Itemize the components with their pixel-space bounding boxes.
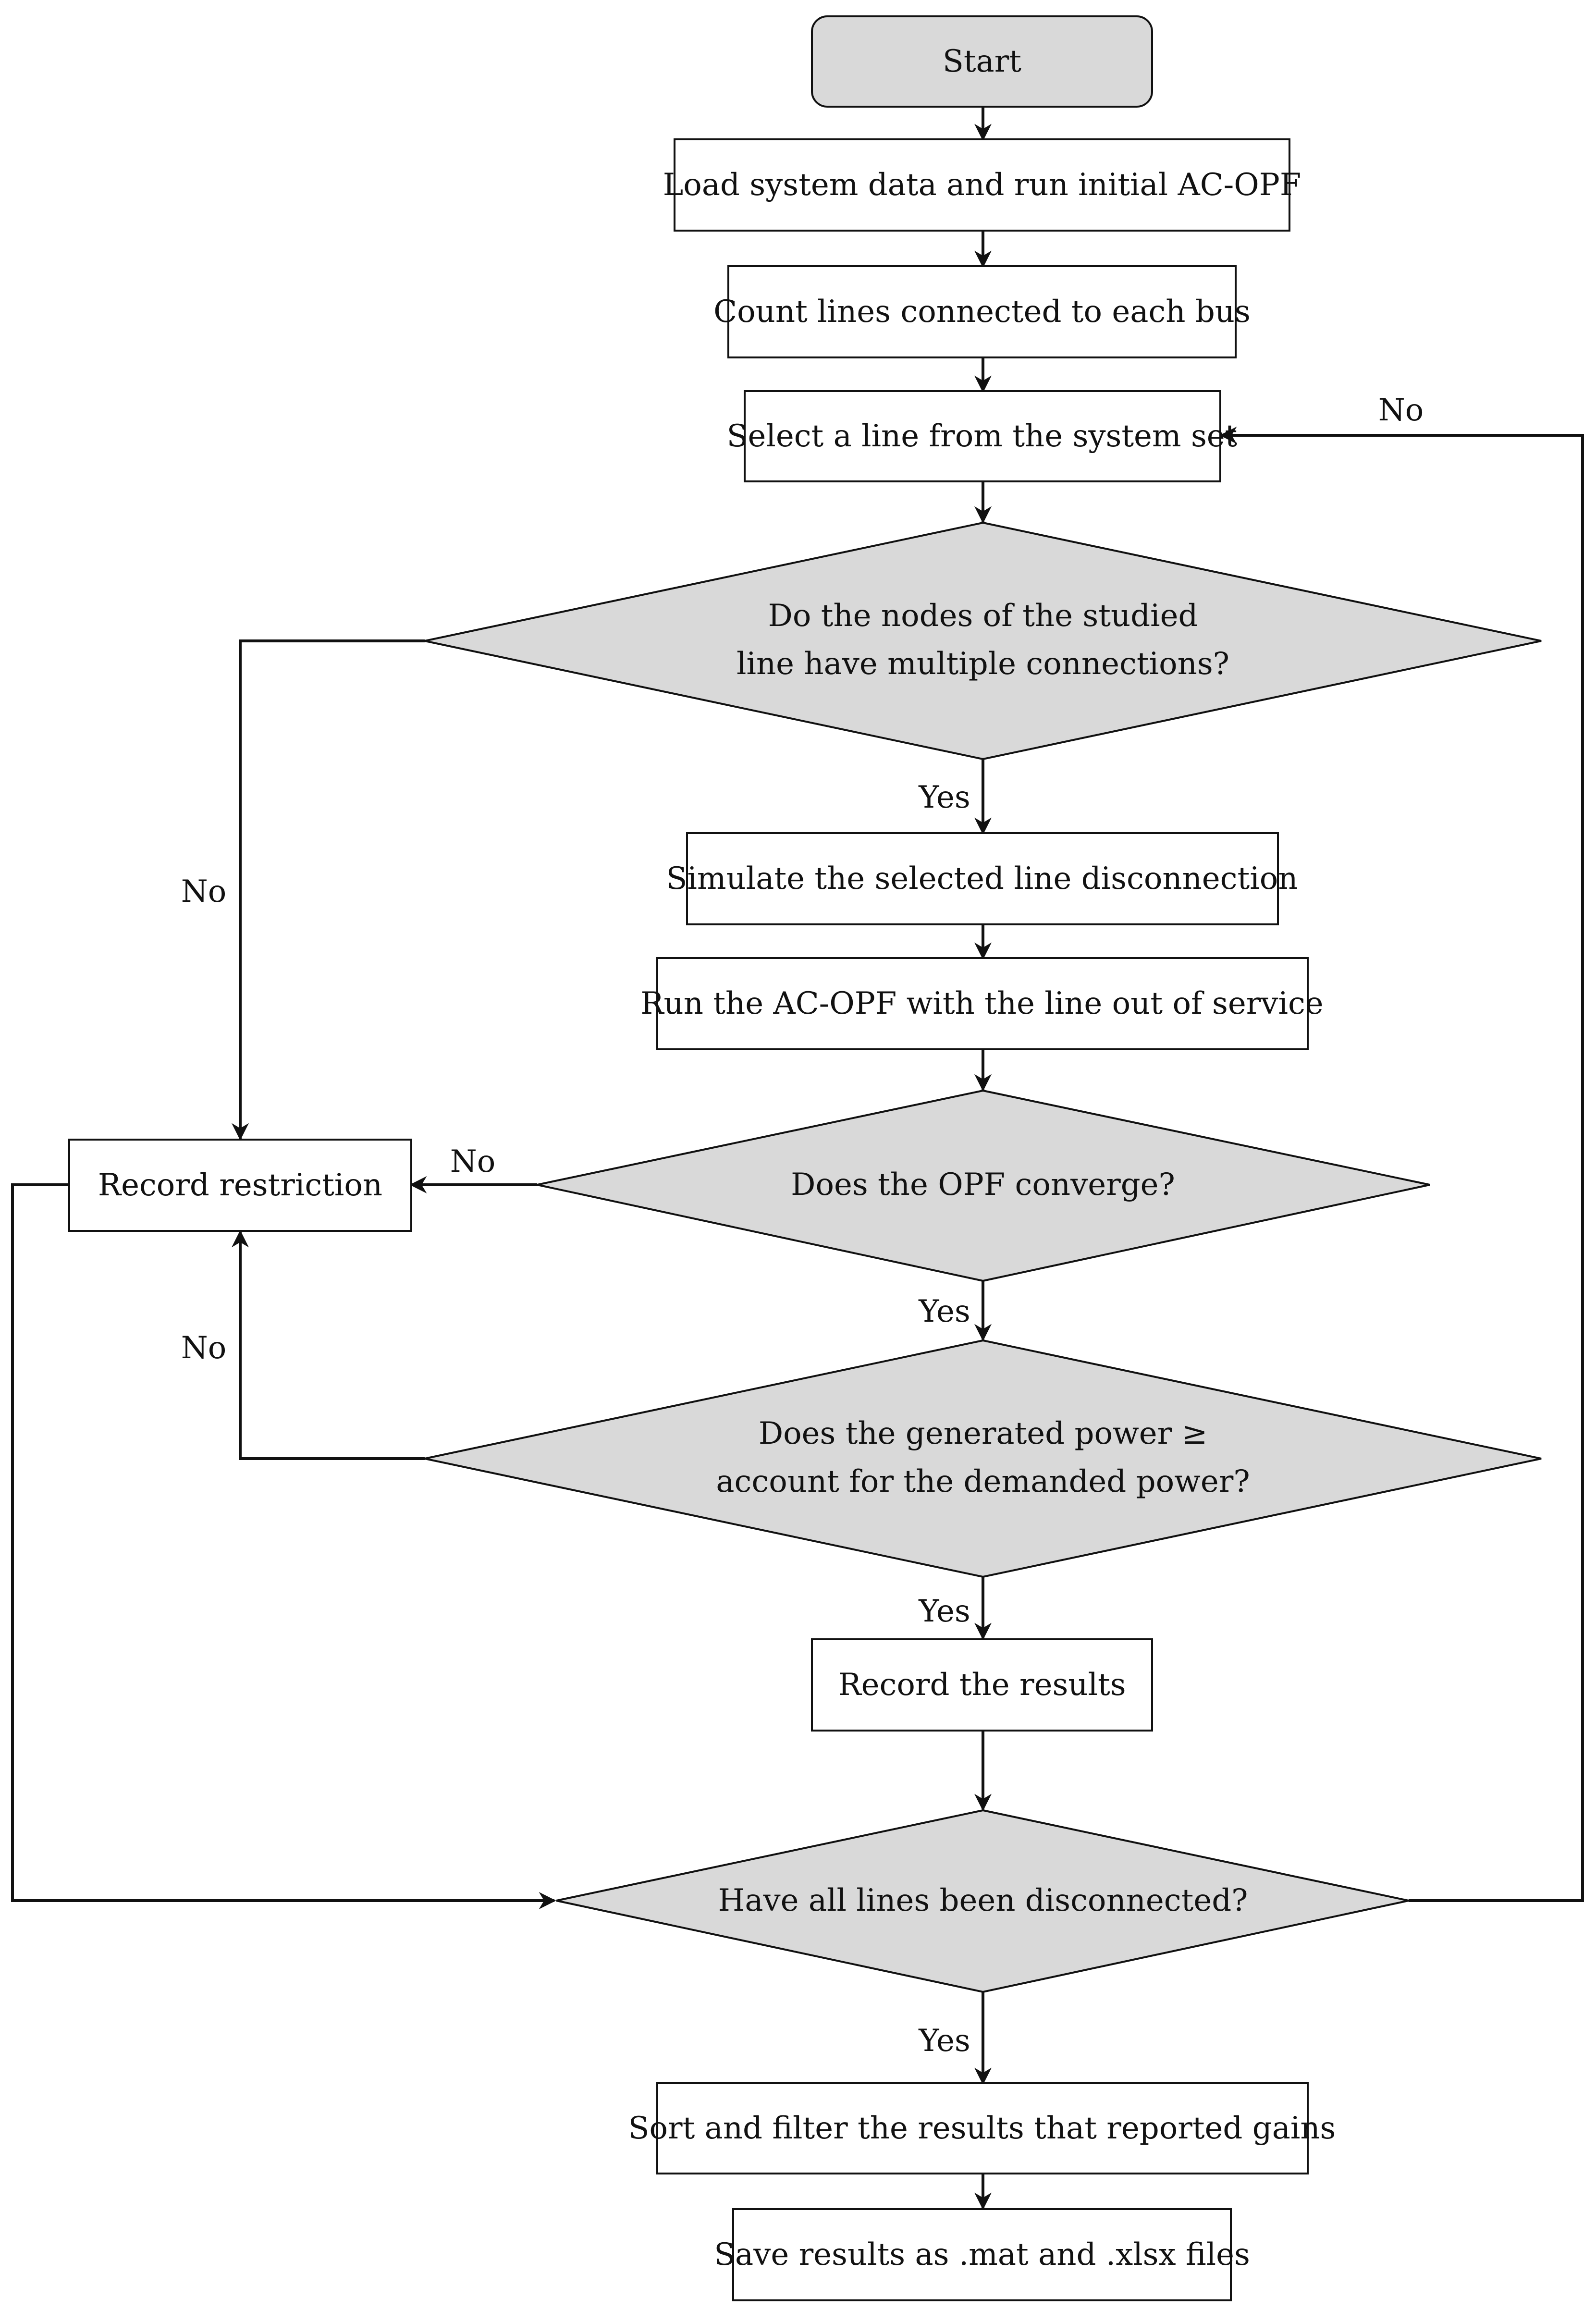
decision-generated-power-line1: Does the generated power ≥	[759, 1416, 1207, 1451]
count-lines-label: Count lines connected to each bus	[713, 294, 1251, 330]
decision-generated-power: Does the generated power ≥ account for t…	[424, 1339, 1542, 1578]
process-run-opf: Run the AC-OPF with the line out of serv…	[640, 957, 1324, 1050]
process-record-restriction: Record restriction	[68, 1139, 412, 1232]
save-results-label: Save results as .mat and .xlsx files	[714, 2237, 1250, 2272]
label-power-no: No	[181, 1330, 227, 1366]
select-line-label: Select a line from the system set	[727, 418, 1238, 454]
label-multi-no: No	[181, 874, 227, 909]
run-opf-label: Run the AC-OPF with the line out of serv…	[640, 986, 1323, 1021]
process-record-results: Record the results	[811, 1638, 1153, 1732]
label-all-yes: Yes	[918, 2023, 970, 2059]
decision-all-lines-label: Have all lines been disconnected?	[718, 1883, 1248, 1918]
label-converge-no: No	[450, 1144, 496, 1179]
edge-multi-no-restriction	[232, 639, 425, 1141]
terminal-start: Start	[811, 15, 1153, 108]
edge-restriction-all	[11, 1183, 556, 1909]
edge-all-no-select	[1219, 427, 1584, 1902]
decision-multiple-connections: Do the nodes of the studied line have mu…	[424, 521, 1542, 761]
simulate-disconnection-label: Simulate the selected line disconnection	[666, 861, 1298, 897]
edges	[11, 107, 1584, 2210]
decision-generated-power-line2: account for the demanded power?	[716, 1464, 1250, 1499]
edge-power-no-restriction	[232, 1230, 425, 1460]
decision-multiple-connections-line2: line have multiple connections?	[737, 646, 1229, 682]
decision-all-lines: Have all lines been disconnected?	[556, 1809, 1409, 1993]
decision-opf-converge: Does the OPF converge?	[537, 1089, 1430, 1282]
process-select-line: Select a line from the system set	[727, 390, 1238, 482]
process-simulate-disconnection: Simulate the selected line disconnection	[666, 832, 1298, 925]
decision-multiple-connections-line1: Do the nodes of the studied	[768, 598, 1198, 634]
label-power-yes: Yes	[918, 1594, 970, 1629]
decision-opf-converge-label: Does the OPF converge?	[791, 1167, 1175, 1203]
label-all-no: No	[1378, 393, 1424, 428]
label-converge-yes: Yes	[918, 1294, 970, 1329]
load-data-label: Load system data and run initial AC-OPF	[663, 167, 1301, 203]
start-label: Start	[943, 44, 1021, 79]
process-save-results: Save results as .mat and .xlsx files	[714, 2208, 1250, 2301]
process-count-lines: Count lines connected to each bus	[713, 265, 1251, 358]
record-results-label: Record the results	[838, 1667, 1126, 1703]
process-sort-filter: Sort and filter the results that reporte…	[628, 2082, 1336, 2174]
edge-labels: No No Yes No Yes No Yes Yes	[181, 393, 1424, 2059]
label-multi-yes: Yes	[918, 780, 970, 815]
sort-filter-label: Sort and filter the results that reporte…	[628, 2111, 1336, 2146]
process-load-data: Load system data and run initial AC-OPF	[663, 138, 1301, 232]
record-restriction-label: Record restriction	[98, 1167, 382, 1203]
